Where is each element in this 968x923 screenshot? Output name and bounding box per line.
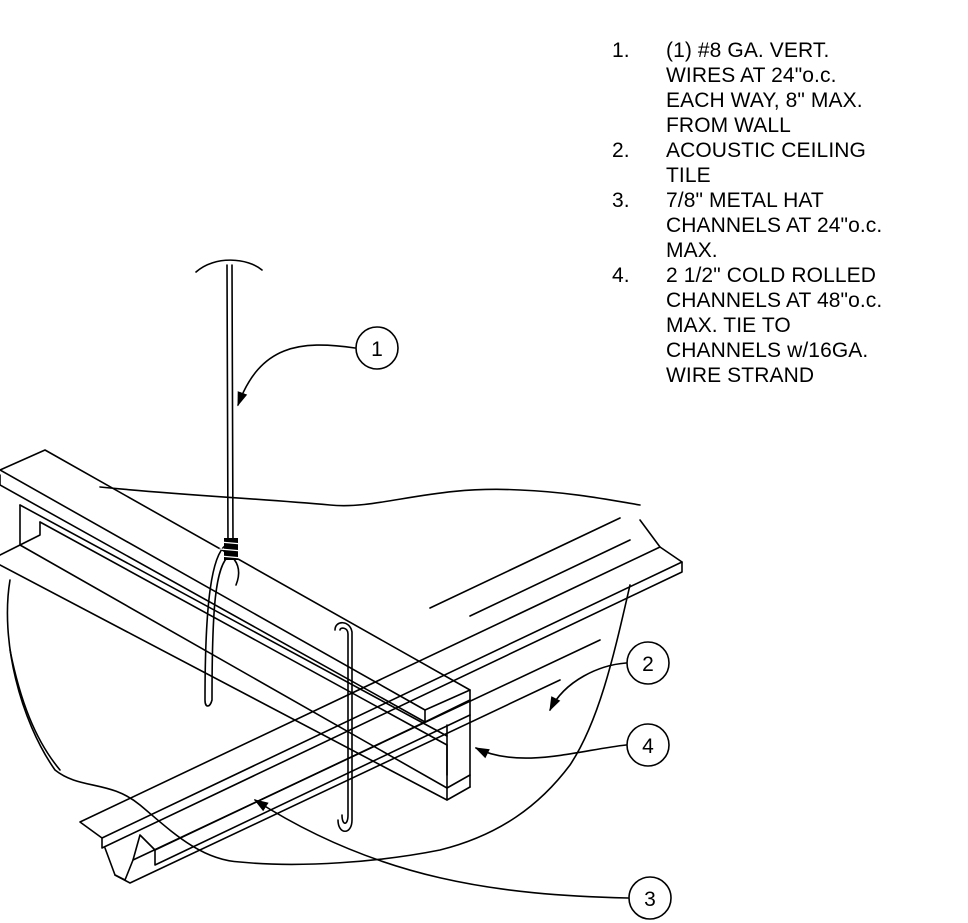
callout-4: 4 (626, 723, 670, 767)
note-number: 4. (612, 264, 630, 287)
cold-rolled-channel (0, 449, 471, 801)
callout-label: 4 (642, 735, 654, 758)
general-notes-list: 1. (1) #8 GA. VERT. WIRES AT 24"o.c. EAC… (612, 38, 962, 388)
leader-4 (474, 744, 627, 759)
note-text: 2 1/2" COLD ROLLED CHANNELS AT 48"o.c. M… (666, 264, 883, 387)
callout-label: 1 (371, 338, 383, 361)
callout-1: 1 (355, 326, 399, 370)
callout-2: 2 (626, 641, 670, 685)
note-4: 4. 2 1/2" COLD ROLLED CHANNELS AT 48"o.c… (612, 263, 962, 388)
leader-3 (253, 799, 629, 899)
callout-label: 3 (644, 888, 656, 911)
callout-3: 3 (628, 876, 672, 920)
callout-balloons: 1 2 3 4 (355, 326, 672, 920)
metal-hat-channel (79, 517, 683, 884)
note-text: ACOUSTIC CEILING TILE (666, 139, 866, 187)
callout-label: 2 (642, 653, 654, 676)
note-number: 2. (612, 139, 630, 162)
hanger-wire (195, 259, 263, 707)
note-2: 2. ACOUSTIC CEILING TILE (612, 138, 962, 188)
leader-2 (549, 662, 627, 712)
leader-1 (237, 344, 356, 407)
note-text: (1) #8 GA. VERT. WIRES AT 24"o.c. EACH W… (666, 39, 863, 137)
note-text: 7/8" METAL HAT CHANNELS AT 24"o.c. MAX. (666, 189, 883, 262)
wire-strand-tie (334, 621, 353, 833)
note-3: 3. 7/8" METAL HAT CHANNELS AT 24"o.c. MA… (612, 188, 962, 263)
note-number: 3. (612, 189, 630, 212)
leader-lines (237, 344, 629, 899)
acoustic-ceiling-tile (6, 486, 641, 866)
note-number: 1. (612, 39, 630, 62)
note-1: 1. (1) #8 GA. VERT. WIRES AT 24"o.c. EAC… (612, 38, 962, 138)
